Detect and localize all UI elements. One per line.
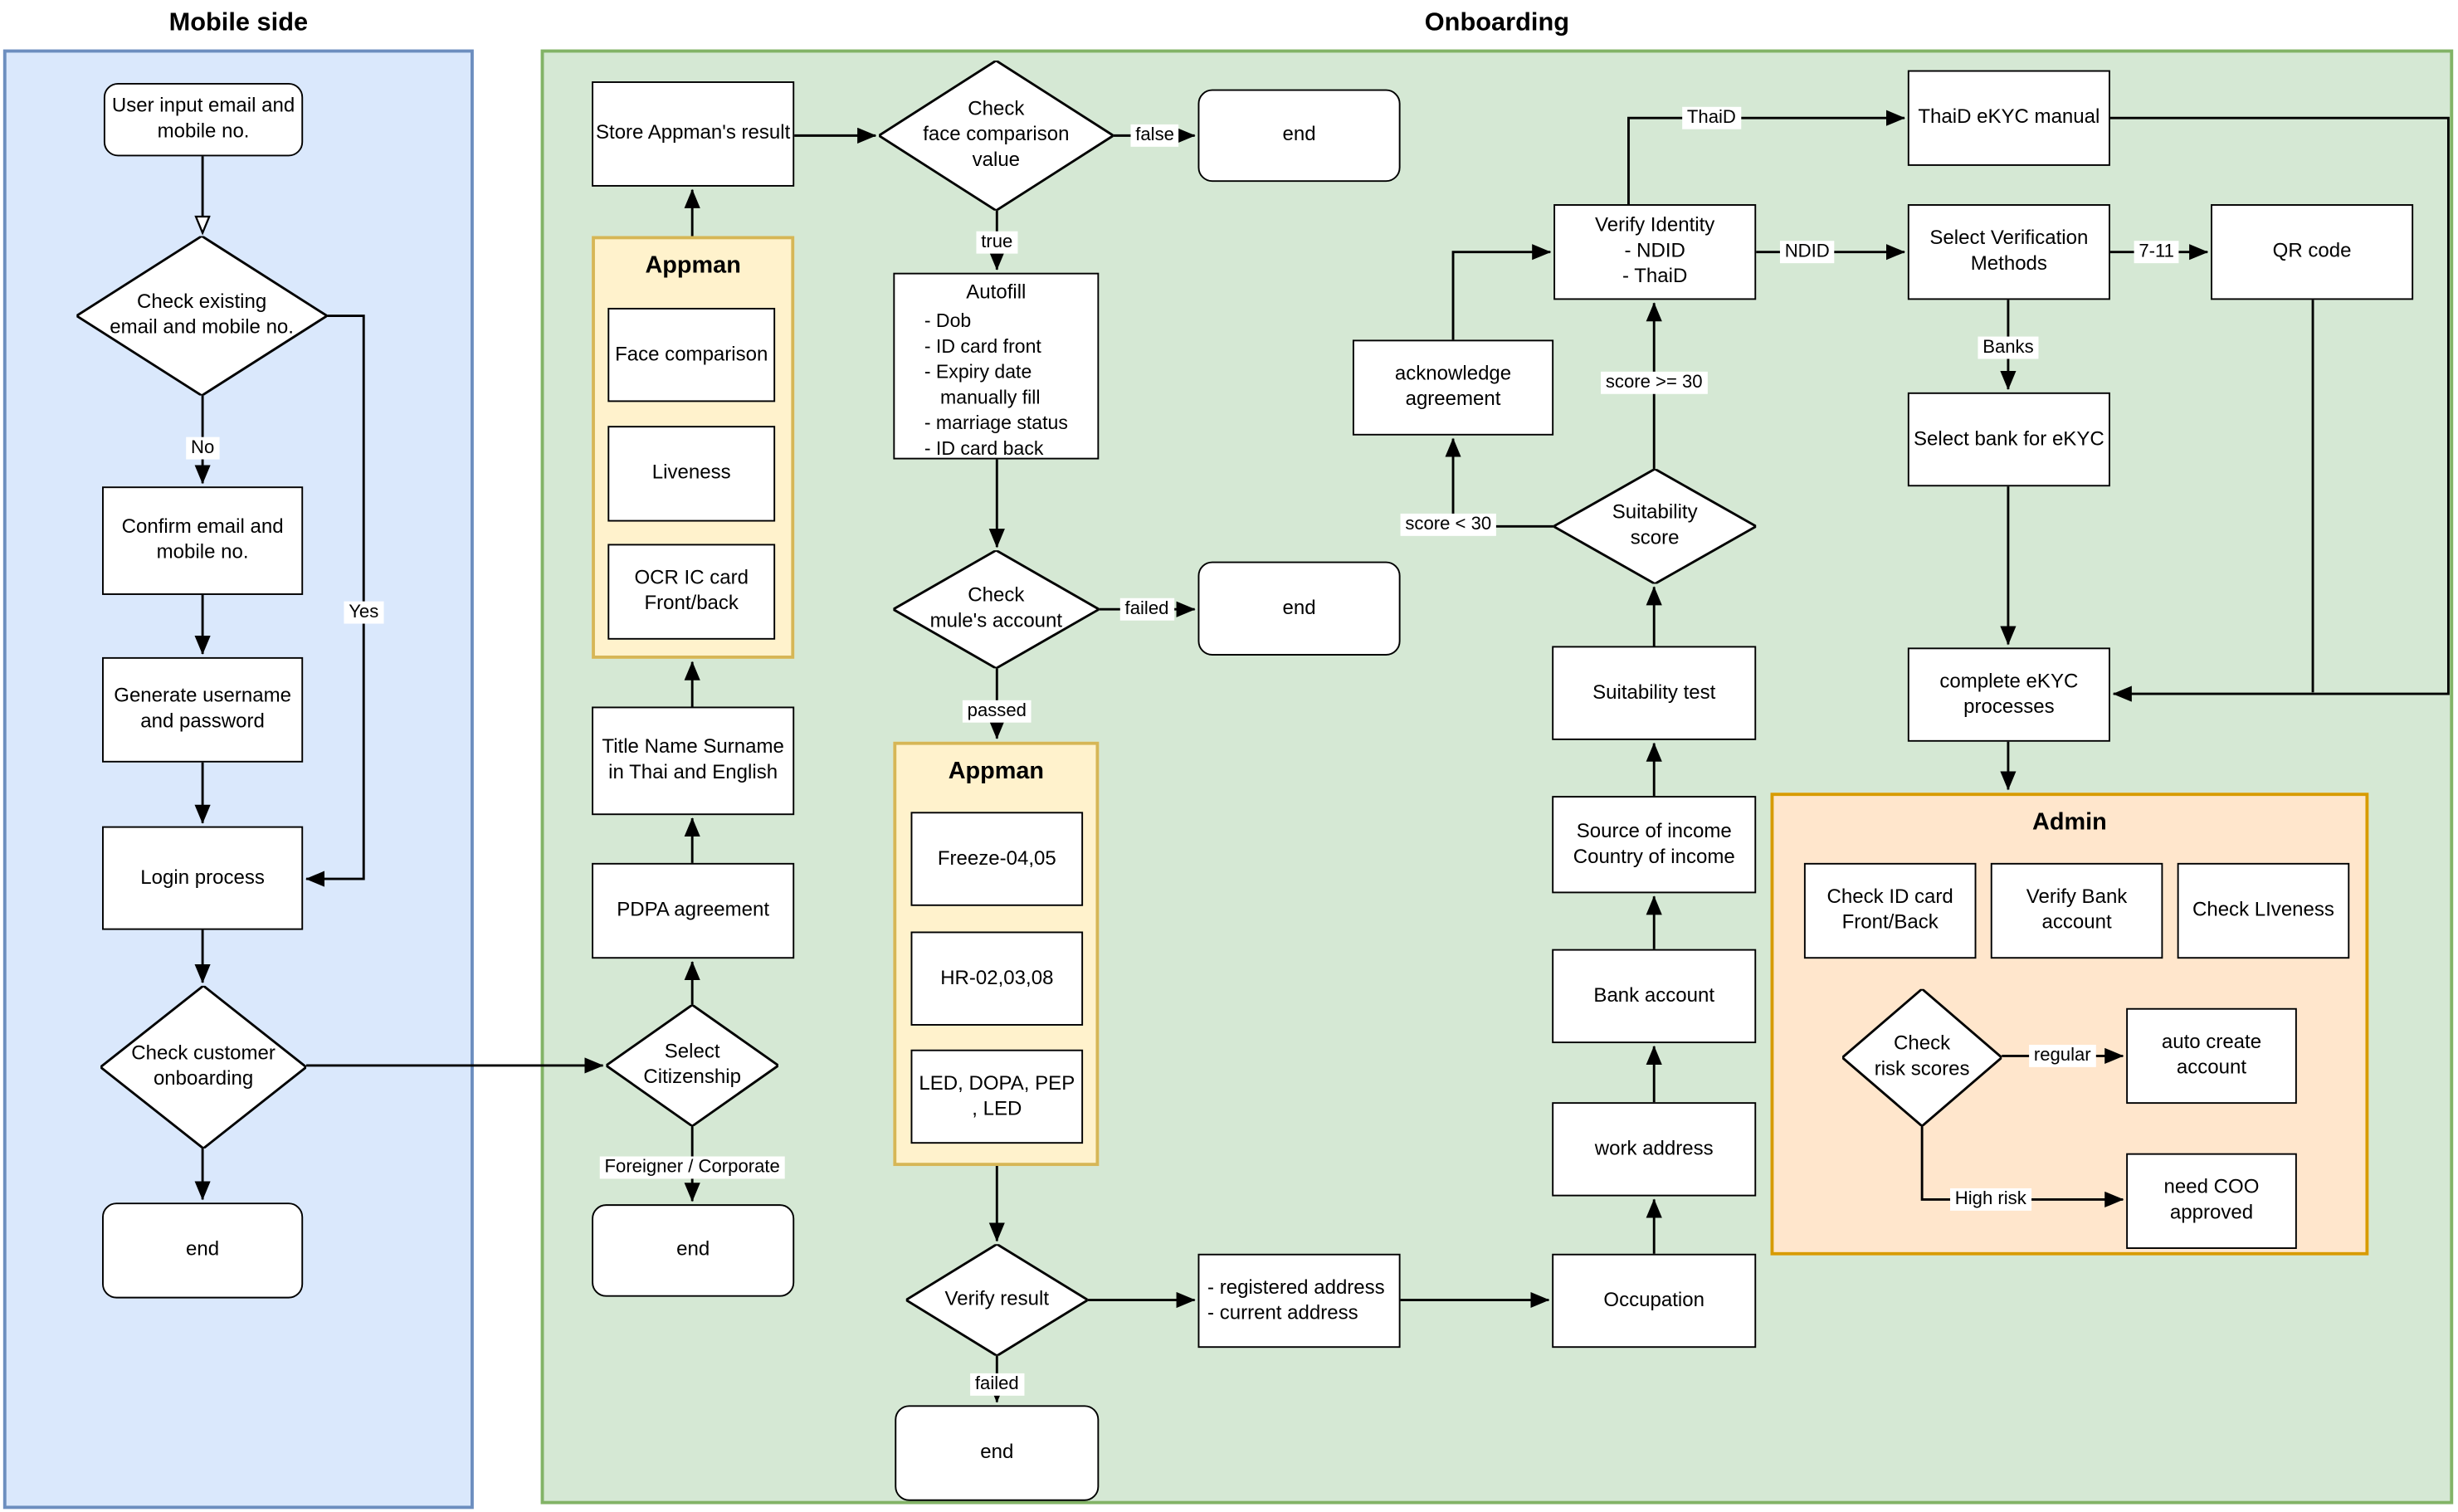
node-check-face-comparison: Check face comparison value — [879, 61, 1114, 211]
edge-label-7-11: 7-11 — [2134, 241, 2179, 264]
edge-label-failed-verify: failed — [970, 1373, 1024, 1396]
edge-label-score-lt-30: score < 30 — [1400, 513, 1496, 536]
edge-label-score-ge-30: score >= 30 — [1601, 371, 1708, 394]
node-select-citizenship: Select Citizenship — [606, 1004, 778, 1127]
node-check-liveness: Check LIveness — [2177, 862, 2350, 959]
appman-panel-1-title: Appman — [645, 251, 741, 280]
diamond-shape — [76, 236, 328, 396]
node-select-verification-methods: Select Verification Methods — [1907, 204, 2110, 300]
node-face-comparison: Face comparison — [607, 307, 776, 402]
node-led-dopa-pep: LED, DOPA, PEP , LED — [910, 1049, 1084, 1144]
node-suitability-score: Suitability score — [1553, 469, 1757, 584]
diamond-shape — [1553, 469, 1757, 584]
edge-label-passed: passed — [962, 700, 1031, 723]
diamond-shape — [893, 550, 1099, 669]
onboarding-panel — [540, 49, 2454, 1505]
node-generate-username: Generate username and password — [102, 656, 304, 763]
diamond-shape — [905, 1244, 1088, 1356]
edge-label-false: false — [1130, 124, 1179, 147]
admin-panel-title: Admin — [2032, 808, 2107, 836]
edge-label-banks: Banks — [1978, 336, 2039, 359]
node-title-name-surname: Title Name Surname in Thai and English — [592, 706, 795, 816]
diamond-shape — [879, 61, 1114, 211]
node-verify-identity: Verify Identity - NDID - ThaiD — [1553, 204, 1757, 300]
node-check-customer-onboarding: Check customer onboarding — [100, 985, 307, 1149]
node-suitability-test: Suitability test — [1552, 646, 1757, 740]
node-store-appman-result: Store Appman's result — [592, 81, 795, 187]
mobile-side-title: Mobile side — [168, 9, 309, 37]
node-freeze: Freeze-04,05 — [910, 812, 1084, 906]
node-verify-bank-account: Verify Bank account — [1990, 862, 2163, 959]
node-auto-create-account: auto create account — [2126, 1007, 2297, 1105]
node-source-of-income: Source of income Country of income — [1552, 796, 1757, 894]
edge-label-regular: regular — [2029, 1044, 2096, 1067]
node-end-citizenship: end — [592, 1204, 795, 1297]
node-hr: HR-02,03,08 — [910, 931, 1084, 1026]
node-end-face: end — [1197, 89, 1401, 183]
node-end-mobile: end — [102, 1202, 304, 1299]
node-login-process: Login process — [102, 826, 304, 930]
node-registered-address: - registered address - current address — [1197, 1253, 1401, 1349]
node-autofill: Autofill - Dob - ID card front - Expiry … — [893, 272, 1100, 460]
node-ocr-ic-card: OCR IC card Front/back — [607, 544, 776, 640]
node-qr-code: QR code — [2211, 204, 2414, 300]
node-verify-result: Verify result — [905, 1244, 1088, 1356]
diamond-shape — [1842, 988, 2002, 1127]
node-check-existing: Check existing email and mobile no. — [76, 236, 328, 396]
edge-label-failed-mule: failed — [1119, 597, 1174, 621]
appman-panel-2-title: Appman — [948, 757, 1045, 785]
node-thaid-ekyc-manual: ThaiD eKYC manual — [1907, 70, 2110, 166]
node-confirm-email: Confirm email and mobile no. — [102, 486, 304, 595]
node-need-coo-approved: need COO approved — [2126, 1153, 2297, 1250]
edge-label-thaid: ThaiD — [1682, 106, 1741, 129]
node-work-address: work address — [1552, 1102, 1757, 1197]
node-end-verify: end — [895, 1405, 1100, 1501]
node-bank-account: Bank account — [1552, 949, 1757, 1044]
edge-label-high-risk: High risk — [1950, 1188, 2031, 1211]
edge-label-true: true — [976, 231, 1018, 254]
edge-label-yes: Yes — [344, 601, 384, 624]
edge-label-ndid: NDID — [1779, 241, 1835, 264]
node-select-bank: Select bank for eKYC — [1907, 392, 2110, 487]
node-complete-ekyc: complete eKYC processes — [1907, 647, 2110, 742]
node-acknowledge-agreement: acknowledge agreement — [1352, 339, 1554, 436]
onboarding-title: Onboarding — [1424, 9, 1570, 37]
node-check-id-card: Check ID card Front/Back — [1803, 862, 1977, 959]
node-check-mule-account: Check mule's account — [893, 550, 1099, 669]
node-occupation: Occupation — [1552, 1253, 1757, 1349]
edge-label-foreigner-corporate: Foreigner / Corporate — [599, 1156, 785, 1179]
node-user-input: User input email and mobile no. — [103, 82, 304, 157]
node-pdpa-agreement: PDPA agreement — [592, 862, 795, 959]
node-end-mule: end — [1197, 561, 1401, 656]
node-check-risk-scores: Check risk scores — [1842, 988, 2002, 1127]
edge-label-no: No — [186, 437, 220, 460]
diamond-shape — [606, 1004, 778, 1127]
node-liveness: Liveness — [607, 426, 776, 522]
